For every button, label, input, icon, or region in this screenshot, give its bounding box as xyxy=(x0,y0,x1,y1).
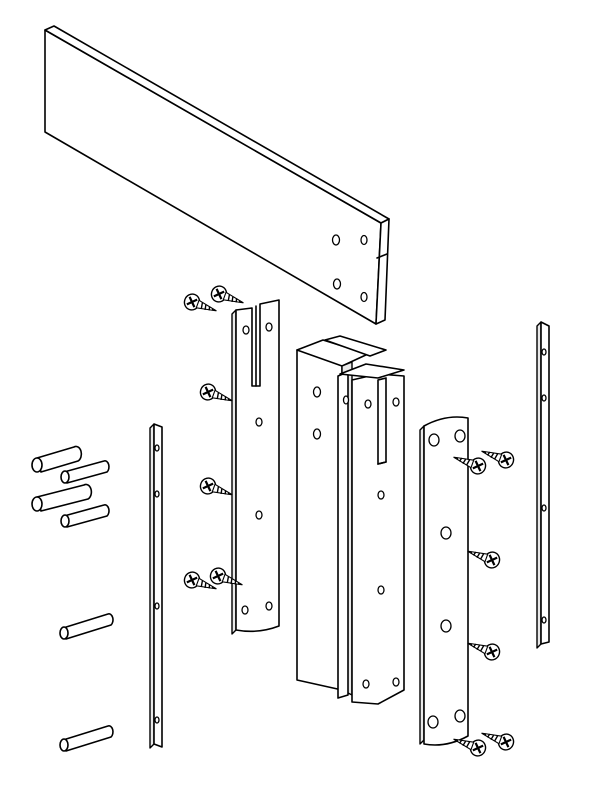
wood-screw xyxy=(463,634,503,664)
hinge-block xyxy=(296,335,405,705)
dowel-pin xyxy=(59,725,114,752)
dowel-pin xyxy=(60,504,110,528)
long-board xyxy=(44,25,390,325)
dowel-pin xyxy=(31,483,93,512)
slotted-bracket-plate xyxy=(231,299,280,635)
right-thin-strip xyxy=(536,321,550,649)
wood-screw xyxy=(197,474,237,504)
dowel-pin xyxy=(59,613,114,640)
wood-screw xyxy=(208,282,248,312)
dowel-pin xyxy=(31,445,83,473)
wood-screw xyxy=(197,380,237,410)
dowel-pins xyxy=(31,445,114,752)
dowel-pin xyxy=(60,460,110,484)
left-thin-strip xyxy=(149,423,163,749)
wood-screw xyxy=(463,542,503,572)
wide-mounting-plate xyxy=(419,416,469,746)
